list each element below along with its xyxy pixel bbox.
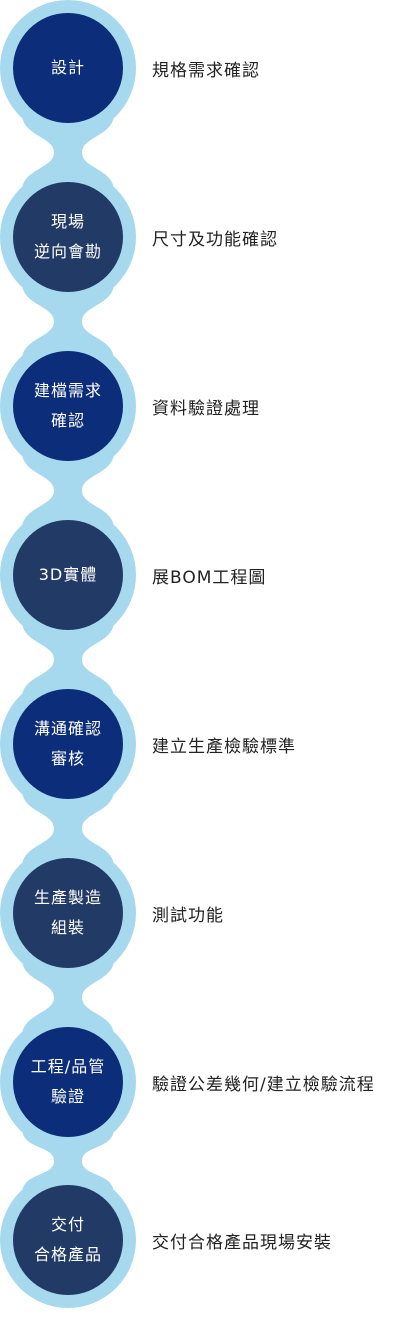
step-description: 規格需求確認 <box>152 61 260 81</box>
step-title-line: 3D實體 <box>38 565 98 584</box>
step-circle: 生產製造 組裝 <box>13 858 123 968</box>
step-circle: 現場 逆向會勘 <box>13 182 123 292</box>
step-ring: 交付 合格產品 <box>0 1172 136 1308</box>
step-title-line: 審核 <box>50 749 85 768</box>
step-3d-model: 3D實體 展BOM工程圖 <box>0 507 408 657</box>
step-description: 展BOM工程圖 <box>152 568 267 588</box>
step-review: 溝通確認 審核 建立生產檢驗標準 <box>0 676 408 826</box>
step-description: 測試功能 <box>152 906 224 926</box>
step-circle: 建檔需求 確認 <box>13 351 123 461</box>
step-description: 驗證公差幾何/建立檢驗流程 <box>152 1075 375 1095</box>
step-description: 建立生產檢驗標準 <box>152 737 296 757</box>
step-ring: 設計 <box>0 0 136 136</box>
step-title-line: 工程/品管 <box>30 1057 106 1076</box>
step-manufacturing: 生產製造 組裝 測試功能 <box>0 845 408 995</box>
step-title-line: 組裝 <box>50 918 85 937</box>
step-title-line: 設計 <box>50 58 85 77</box>
step-title-line: 建檔需求 <box>33 381 102 400</box>
step-qa-verification: 工程/品管 驗證 驗證公差幾何/建立檢驗流程 <box>0 1014 408 1164</box>
step-description: 尺寸及功能確認 <box>152 230 278 250</box>
step-file-requirements: 建檔需求 確認 資料驗證處理 <box>0 338 408 488</box>
step-circle: 3D實體 <box>13 520 123 630</box>
step-ring: 生產製造 組裝 <box>0 845 136 981</box>
step-title-line: 交付 <box>50 1215 85 1234</box>
step-design: 設計 規格需求確認 <box>0 0 408 150</box>
step-title-line: 確認 <box>50 411 85 430</box>
step-title-line: 生產製造 <box>33 888 102 907</box>
step-ring: 工程/品管 驗證 <box>0 1014 136 1150</box>
step-description: 交付合格產品現場安裝 <box>152 1233 332 1253</box>
step-title-line: 驗證 <box>50 1087 85 1106</box>
step-circle: 工程/品管 驗證 <box>13 1027 123 1137</box>
step-circle: 交付 合格產品 <box>13 1185 123 1295</box>
step-delivery: 交付 合格產品 交付合格產品現場安裝 <box>0 1172 408 1322</box>
step-ring: 溝通確認 審核 <box>0 676 136 812</box>
step-ring: 3D實體 <box>0 507 136 643</box>
step-ring: 建檔需求 確認 <box>0 338 136 474</box>
step-circle: 溝通確認 審核 <box>13 689 123 799</box>
step-title-line: 溝通確認 <box>33 719 102 738</box>
step-title-line: 現場 <box>50 212 85 231</box>
step-description: 資料驗證處理 <box>152 399 260 419</box>
step-site-survey: 現場 逆向會勘 尺寸及功能確認 <box>0 169 408 319</box>
step-title-line: 合格產品 <box>33 1245 102 1264</box>
step-title-line: 逆向會勘 <box>33 242 102 261</box>
step-ring: 現場 逆向會勘 <box>0 169 136 305</box>
step-circle: 設計 <box>13 13 123 123</box>
